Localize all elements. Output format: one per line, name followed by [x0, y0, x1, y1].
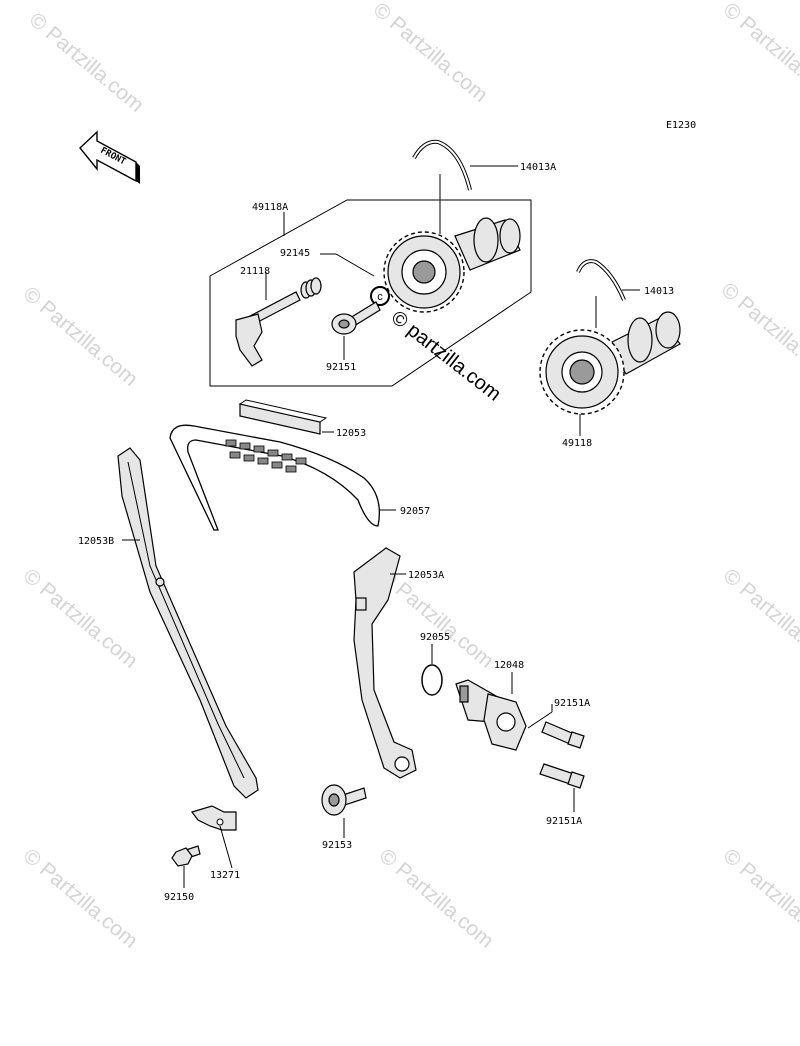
diagram-code: E1230 [666, 120, 696, 131]
label-92151A-top: 92151A [554, 698, 590, 709]
chain-guide-12053 [238, 399, 328, 435]
watermark: © Partzilla.com [717, 278, 800, 387]
part-labels: 14013A 49118A 92145 21118 92151 14013 49… [78, 162, 674, 903]
watermark: © Partzilla.com [719, 564, 800, 673]
label-12048: 12048 [494, 660, 524, 671]
label-21118: 21118 [240, 266, 270, 277]
group-outline-49118A [209, 199, 532, 387]
watermark: © Partzilla.com [719, 0, 800, 107]
front-arrow-icon: FRONT [79, 130, 140, 184]
shaft-21118 [235, 291, 301, 367]
label-92151: 92151 [326, 362, 356, 373]
svg-text:c: c [377, 291, 383, 303]
bolt-92150 [171, 845, 201, 867]
tensioner-arm-12053A [353, 547, 417, 779]
label-49118: 49118 [562, 438, 592, 449]
label-13271: 13271 [210, 870, 240, 881]
label-92150: 92150 [164, 892, 194, 903]
spring-92145 [300, 277, 322, 299]
label-12053: 12053 [336, 428, 366, 439]
watermark: © Partzilla.com [25, 8, 148, 117]
label-12053B: 12053B [78, 536, 114, 547]
label-92055: 92055 [420, 632, 450, 643]
cam-chain-92057 [169, 424, 381, 531]
chain-guide-12053B [117, 447, 259, 799]
watermark: © Partzilla.com [19, 564, 142, 673]
bolt-92153 [321, 784, 367, 816]
label-92151A-bottom: 92151A [546, 816, 582, 827]
label-14013A: 14013A [520, 162, 556, 173]
watermark: © Partzilla.com [19, 282, 142, 391]
watermark: © Partzilla.com [719, 844, 800, 953]
label-92153: 92153 [322, 840, 352, 851]
label-49118A: 49118A [252, 202, 288, 213]
label-92057: 92057 [400, 506, 430, 517]
camshaft-sprocket-49118 [539, 311, 681, 415]
bolt-92151A-bottom [539, 763, 585, 789]
watermark: © Partzilla.com [375, 844, 498, 953]
watermark: © Partzilla.com [369, 0, 492, 107]
bracket-13271 [191, 805, 237, 831]
camshaft-sprocket-49118A [383, 217, 521, 313]
bolt-92151 [331, 301, 381, 335]
label-12053A: 12053A [408, 570, 444, 581]
leader-lines [122, 165, 640, 888]
watermark: © Partzilla.com [19, 844, 142, 953]
tensioner-12048 [455, 679, 527, 751]
label-92145: 92145 [280, 248, 310, 259]
bolt-92151A-top [541, 721, 585, 749]
o-ring-92055 [421, 664, 443, 696]
label-14013: 14013 [644, 286, 674, 297]
